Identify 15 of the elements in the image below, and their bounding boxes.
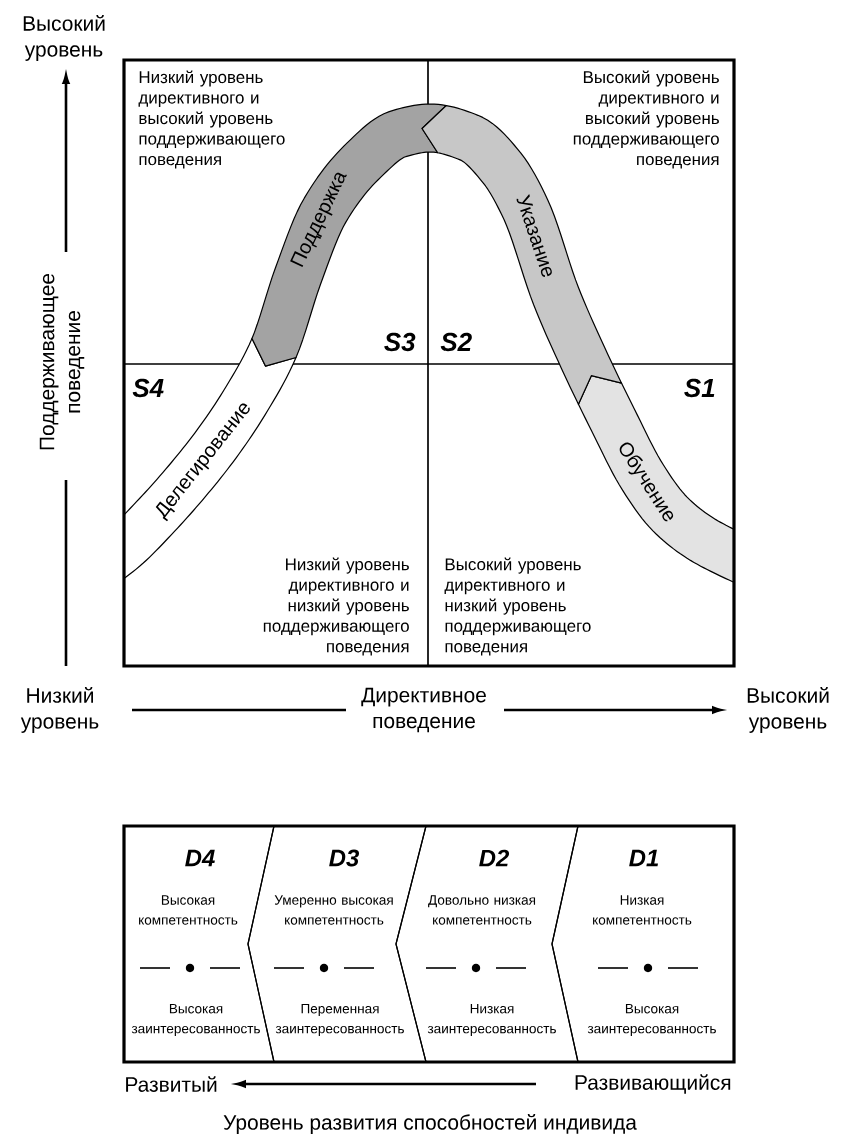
axis-end-label: Развитый	[126, 1076, 217, 1092]
quadrant-label: S1	[684, 378, 715, 398]
axis-end-label: Высокий уровень	[23, 15, 105, 61]
stage-label: D4	[185, 849, 215, 867]
axis-title: Директивное поведение	[361, 687, 486, 733]
axis-end-label: Высокий уровень	[747, 687, 829, 733]
quadrant-label: S4	[132, 378, 164, 398]
axis-title: Уровень развития способностей индивида	[223, 1114, 637, 1134]
stage-label: D1	[629, 849, 658, 867]
stage-label: D3	[329, 849, 359, 867]
axis-end-label: Развивающийся	[575, 1074, 731, 1094]
axis-end-label: Низкий уровень	[20, 687, 99, 733]
quadrant-label: S3	[384, 332, 416, 352]
axis-title: Поддерживающее поведение	[39, 273, 85, 450]
stage-label: D2	[479, 849, 510, 867]
